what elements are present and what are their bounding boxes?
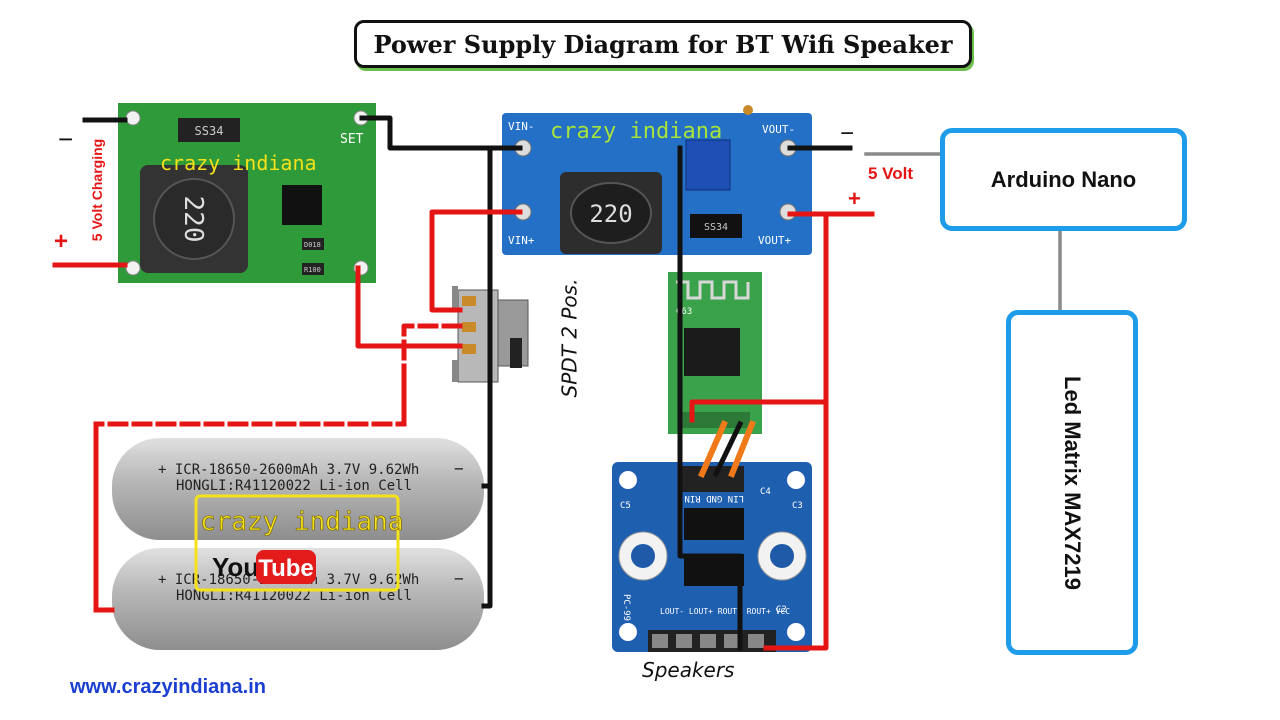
wire-audio-left bbox=[698, 420, 728, 478]
switch-label: SPDT 2 Pos. bbox=[557, 278, 582, 398]
charger-r1-label: D018 bbox=[304, 241, 321, 249]
amp-header-top-label: LIN GND RIN bbox=[684, 493, 744, 503]
wire-switch-battery-dashed bbox=[93, 323, 463, 613]
amp-c4-label: C4 bbox=[760, 487, 771, 497]
battery-1-line2: HONGLI:R41120022 Li-ion Cell bbox=[176, 478, 412, 494]
charger-set-label: SET bbox=[340, 132, 364, 147]
boost-converter: 220 SS34 VIN- VIN+ VOUT- VOUT+ crazy ind… bbox=[502, 105, 812, 255]
bluetooth-module: C63 bbox=[668, 272, 762, 434]
wire-ground-bus bbox=[481, 145, 493, 609]
charger-r2-label: R100 bbox=[304, 266, 321, 274]
amp-c5-label: C5 bbox=[620, 501, 631, 511]
charger-inductor-label: 220 bbox=[178, 196, 208, 243]
booster-inductor-label: 220 bbox=[589, 200, 632, 228]
battery-2-line2: HONGLI:R41120022 Li-ion Cell bbox=[176, 588, 412, 604]
youtube-watermark: crazy indiana You Tube bbox=[194, 494, 404, 592]
battery-1-mark: − bbox=[454, 459, 464, 478]
output-plus-sign: + bbox=[848, 186, 861, 211]
wiring bbox=[52, 115, 1060, 651]
amp-chip-2 bbox=[684, 554, 744, 586]
amp-chip-1 bbox=[684, 508, 744, 540]
wire-ground-main bbox=[359, 115, 523, 151]
battery-2 bbox=[112, 548, 484, 650]
booster-vin-plus-label: VIN+ bbox=[508, 234, 535, 247]
led-matrix-label: Led Matrix MAX7219 bbox=[1060, 375, 1085, 590]
amp-c2-label: C2 bbox=[776, 605, 787, 615]
charger-watermark: crazy indiana bbox=[160, 151, 317, 175]
wire-amp-ground bbox=[677, 145, 743, 651]
charging-label: 5 Volt Charging bbox=[89, 138, 106, 242]
amp-model-label: PC-99 bbox=[621, 594, 631, 621]
charger-ic-label: SS34 bbox=[195, 124, 224, 138]
bt-module-label: C63 bbox=[676, 307, 692, 317]
bt-chip bbox=[684, 328, 740, 376]
charge-plus-sign: + bbox=[54, 228, 69, 255]
amp-c3-label: C3 bbox=[792, 501, 803, 511]
wire-charger-switch bbox=[355, 265, 463, 349]
battery-pack: + ICR-18650-2600mAh 3.7V 9.62Wh HONGLI:R… bbox=[112, 438, 484, 650]
charge-minus-sign: − bbox=[58, 124, 74, 154]
wire-bt-vcc bbox=[689, 399, 829, 423]
led-matrix-block: Led Matrix MAX7219 bbox=[1006, 310, 1138, 655]
booster-vout-minus-label: VOUT- bbox=[762, 123, 795, 136]
amplifier-module: LIN GND RIN C4 C5 C3 C2 PC-99 LOUT- LOUT… bbox=[612, 462, 812, 652]
diagram-title-box: Power Supply Diagram for BT Wifi Speaker bbox=[354, 20, 972, 68]
charger-module: 220 SS34 SET D018 R100 crazy indiana bbox=[118, 103, 376, 283]
booster-potentiometer bbox=[685, 139, 731, 191]
arduino-nano-label: Arduino Nano bbox=[990, 166, 1137, 192]
youtube-tube: Tube bbox=[258, 555, 314, 582]
booster-ic-label: SS34 bbox=[704, 222, 728, 233]
youtube-tube-box bbox=[256, 550, 316, 584]
wire-amp-vcc bbox=[763, 211, 829, 651]
diagram-title: Power Supply Diagram for BT Wifi Speaker bbox=[373, 29, 953, 59]
booster-vin-minus-label: VIN- bbox=[508, 120, 535, 133]
wire-audio-right bbox=[728, 420, 756, 478]
switch-lever bbox=[510, 338, 522, 368]
booster-vout-plus-label: VOUT+ bbox=[758, 234, 791, 247]
speakers-label: Speakers bbox=[642, 658, 735, 682]
five-volt-label: 5 Volt bbox=[868, 164, 914, 183]
booster-watermark: crazy indiana bbox=[550, 119, 722, 144]
amp-header-bottom-label: LOUT- LOUT+ ROUT- ROUT+ VCC bbox=[660, 607, 790, 616]
battery-2-mark: − bbox=[454, 569, 464, 588]
arduino-nano-block: Arduino Nano bbox=[940, 128, 1187, 231]
wire-switch-booster bbox=[429, 209, 523, 313]
watermark-frame bbox=[194, 494, 400, 592]
charger-chip bbox=[282, 185, 322, 225]
battery-1 bbox=[112, 438, 484, 540]
output-minus-sign: − bbox=[840, 120, 855, 147]
battery-1-line1: + ICR-18650-2600mAh 3.7V 9.62Wh bbox=[158, 462, 419, 478]
website-link[interactable]: www.crazyindiana.in bbox=[70, 676, 266, 698]
youtube-you: You bbox=[212, 552, 259, 582]
watermark-brand: crazy indiana bbox=[200, 507, 404, 537]
wire-audio-ground bbox=[712, 420, 744, 478]
